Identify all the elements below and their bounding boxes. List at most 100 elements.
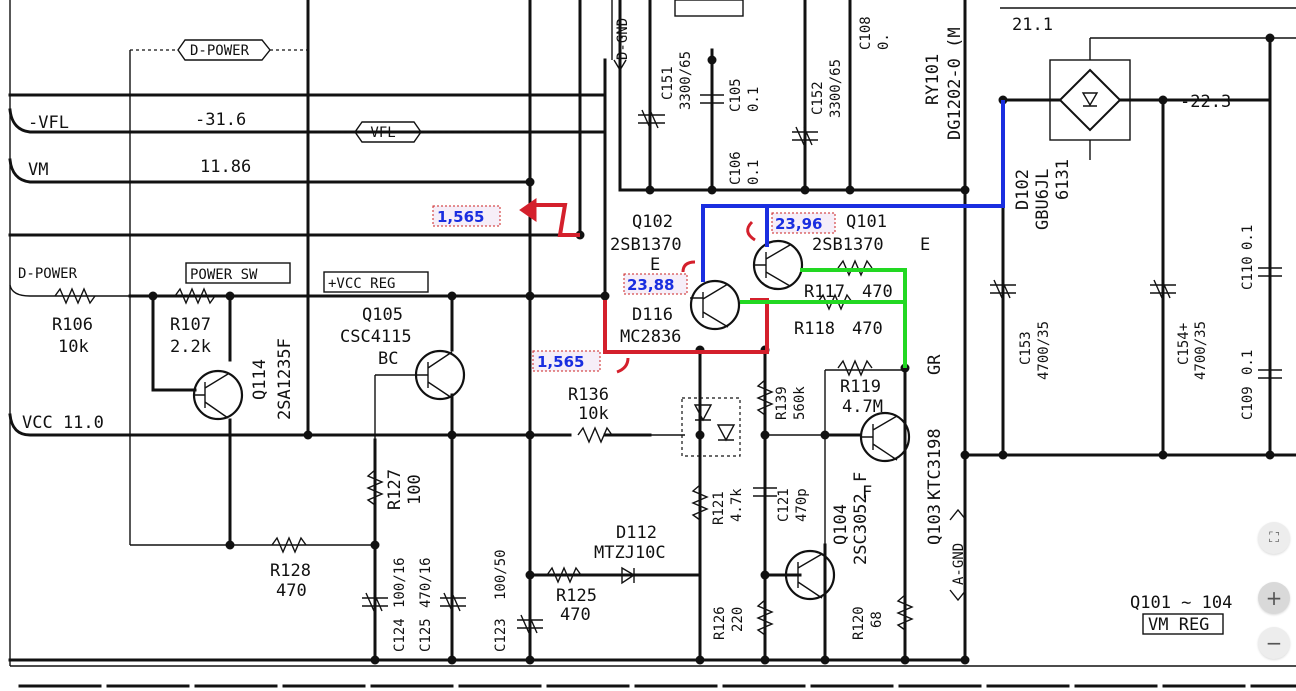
highlight-green-net: [740, 268, 907, 368]
block-label-name: VM REG: [1148, 615, 1209, 635]
c109-ref: C109: [1240, 386, 1256, 420]
r127-val: 100: [405, 474, 425, 505]
capacitors: [362, 94, 1282, 634]
tag-power-sw: POWER SW: [190, 267, 258, 283]
annotation-1565-bottom: 1,565: [537, 353, 584, 371]
c154-ref: C154+: [1176, 323, 1192, 365]
c123-val: 100/50: [493, 549, 509, 600]
r139-val: 560k: [792, 386, 808, 420]
r127-ref: R127: [385, 469, 405, 510]
c106-val: 0.1: [746, 160, 762, 185]
d102-val2: 6131: [1053, 159, 1073, 200]
d116-ref: D116: [632, 305, 673, 325]
q103-grade2: F: [862, 483, 872, 503]
c108-val: 0.: [876, 33, 892, 50]
q104-grade: F: [851, 472, 871, 482]
zoom-in-button[interactable]: +: [1258, 582, 1290, 614]
r117-ref: R117: [804, 282, 845, 302]
r126-ref: R126: [712, 606, 728, 640]
net-tag-vfl: -VFL: [362, 125, 396, 141]
q105-ref: Q105: [362, 305, 403, 325]
c153-val: 4700/35: [1036, 321, 1052, 380]
d112-ref: D112: [616, 523, 657, 543]
r125-ref: R125: [556, 586, 597, 606]
r128-val: 470: [276, 581, 307, 601]
annotation-2388: 23,88: [627, 276, 674, 294]
c151-ref: C151: [660, 66, 676, 100]
c110-ref: C110: [1240, 256, 1256, 290]
wiring: [8, 0, 1296, 662]
r107-val: 2.2k: [170, 337, 211, 357]
net-label-d-power: D-POWER: [18, 266, 78, 282]
q105-val: CSC4115: [340, 327, 412, 347]
minus-icon: −: [1265, 631, 1283, 655]
q104-val: 2SC3052: [851, 493, 871, 565]
fit-screen-button[interactable]: ⛶: [1258, 522, 1290, 554]
diodes: [621, 0, 1131, 585]
r107-ref: R107: [170, 315, 211, 335]
q105-grade: BC: [378, 349, 398, 369]
c152-val: 3300/65: [828, 59, 844, 118]
r121-ref: R121: [711, 491, 727, 525]
c124-ref: C124: [392, 618, 408, 652]
q103-val: KTC3198: [925, 428, 945, 500]
d102-ref: D102: [1013, 169, 1033, 210]
r106-ref: R106: [52, 315, 93, 335]
net-labels: D-POWER -VFL -31.6 -VFL VM 11.86 D-POWER…: [18, 15, 1231, 585]
net-value-vm: 11.86: [200, 157, 251, 177]
c108-ref: C108: [858, 16, 874, 50]
r118-ref: R118: [794, 319, 835, 339]
q101-ref: Q101: [846, 212, 887, 232]
r125-val: 470: [560, 605, 591, 625]
component-labels: R106 10k R107 2.2k Q114 2SA1235F Q105 CS…: [52, 16, 1256, 652]
net-value-21: 21.1: [1012, 15, 1053, 35]
r120-ref: R120: [851, 606, 867, 640]
c110-val: 0.1: [1240, 225, 1256, 250]
annotation-1565-top: 1,565: [437, 208, 484, 226]
net-label-a-gnd: A-GND: [951, 543, 967, 585]
q103-grade: GR: [925, 354, 945, 375]
ry101-ref: RY101: [923, 54, 943, 105]
c152-ref: C152: [810, 81, 826, 115]
q102-grade: E: [650, 255, 660, 275]
resistors: [54, 259, 914, 636]
zoom-out-button[interactable]: −: [1258, 627, 1290, 659]
c125-ref: C125: [418, 618, 434, 652]
c109-val: 0.1: [1240, 350, 1256, 375]
c123-ref: C123: [493, 618, 509, 652]
q103-ref: Q103: [925, 504, 945, 545]
r119-ref: R119: [840, 377, 881, 397]
c154-val: 4700/35: [1193, 321, 1209, 380]
q102-ref: Q102: [632, 212, 673, 232]
tag-vcc-reg: +VCC REG: [328, 276, 395, 292]
r119-val: 4.7M: [842, 397, 883, 417]
block-label-range: Q101 ∼ 104: [1130, 593, 1232, 613]
c124-val: 100/16: [392, 557, 408, 608]
annotation-2396: 23,96: [775, 215, 822, 233]
net-tags: [130, 0, 1224, 635]
q104-ref: Q104: [831, 504, 851, 545]
r120-val: 68: [869, 611, 885, 628]
net-label-vm: VM: [28, 160, 48, 180]
c106-ref: C106: [728, 151, 744, 185]
fit-icon: ⛶: [1269, 530, 1279, 546]
r139-ref: R139: [774, 386, 790, 420]
net-value-neg22: -22.3: [1180, 92, 1231, 112]
c121-val: 470p: [794, 488, 810, 522]
r128-ref: R128: [270, 561, 311, 581]
q101-val: 2SB1370: [812, 235, 884, 255]
q101-grade: E: [920, 235, 930, 255]
highlight-blue-net: [701, 100, 1005, 282]
c105-val: 0.1: [746, 87, 762, 112]
c153-ref: C153: [1018, 331, 1034, 365]
d116-val: MC2836: [620, 327, 681, 347]
ry101-val: DG1202-0 (M: [945, 27, 965, 140]
net-label-vfl: -VFL: [28, 113, 69, 133]
voltage-annotations: 1,565 23,96 23,88 1,565: [432, 205, 836, 372]
r117-val: 470: [862, 282, 893, 302]
r118-val: 470: [852, 319, 883, 339]
net-label-d-power-top: D-POWER: [190, 43, 250, 59]
d112-val: MTZJ10C: [594, 543, 666, 563]
q114-val: 2SA1235F: [275, 338, 295, 420]
